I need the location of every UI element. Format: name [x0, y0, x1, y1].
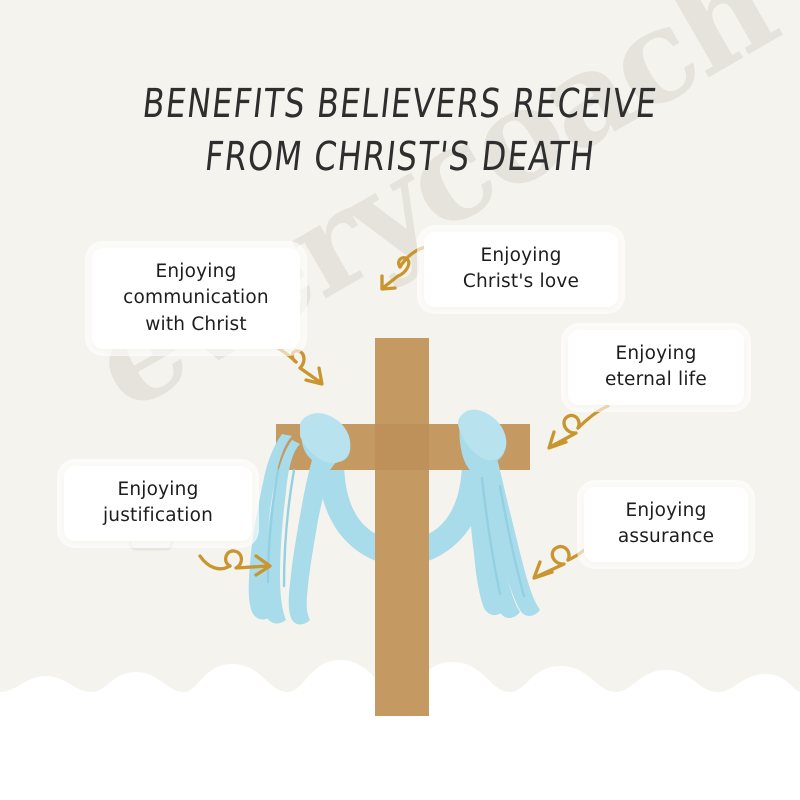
cloud-icon: [0, 660, 800, 800]
benefit-label-christs-love[interactable]: Enjoying Christ's love: [424, 232, 618, 307]
benefit-label-assurance[interactable]: Enjoying assurance: [584, 487, 748, 562]
page-title-line-1: Benefits Believers Receive: [140, 81, 660, 127]
page-title-line-2: From Christ's Death: [202, 133, 598, 180]
benefit-label-justification[interactable]: Enjoying justification: [64, 466, 252, 541]
page-title: Benefits Believers Receive From Christ's…: [0, 78, 800, 184]
cloth-drape-right-icon: [458, 409, 540, 618]
arrow-to-eternal-life: [547, 404, 610, 450]
cloth-sag-icon: [318, 460, 488, 566]
cross-post-icon: [375, 338, 429, 716]
benefit-label-communication[interactable]: Enjoying communication with Christ: [92, 248, 300, 349]
arrow-to-justification: [198, 549, 272, 577]
benefit-label-eternal-life[interactable]: Enjoying eternal life: [568, 330, 744, 405]
arrow-to-christs-love: [380, 245, 428, 291]
cross-joint-shadow: [375, 424, 429, 470]
